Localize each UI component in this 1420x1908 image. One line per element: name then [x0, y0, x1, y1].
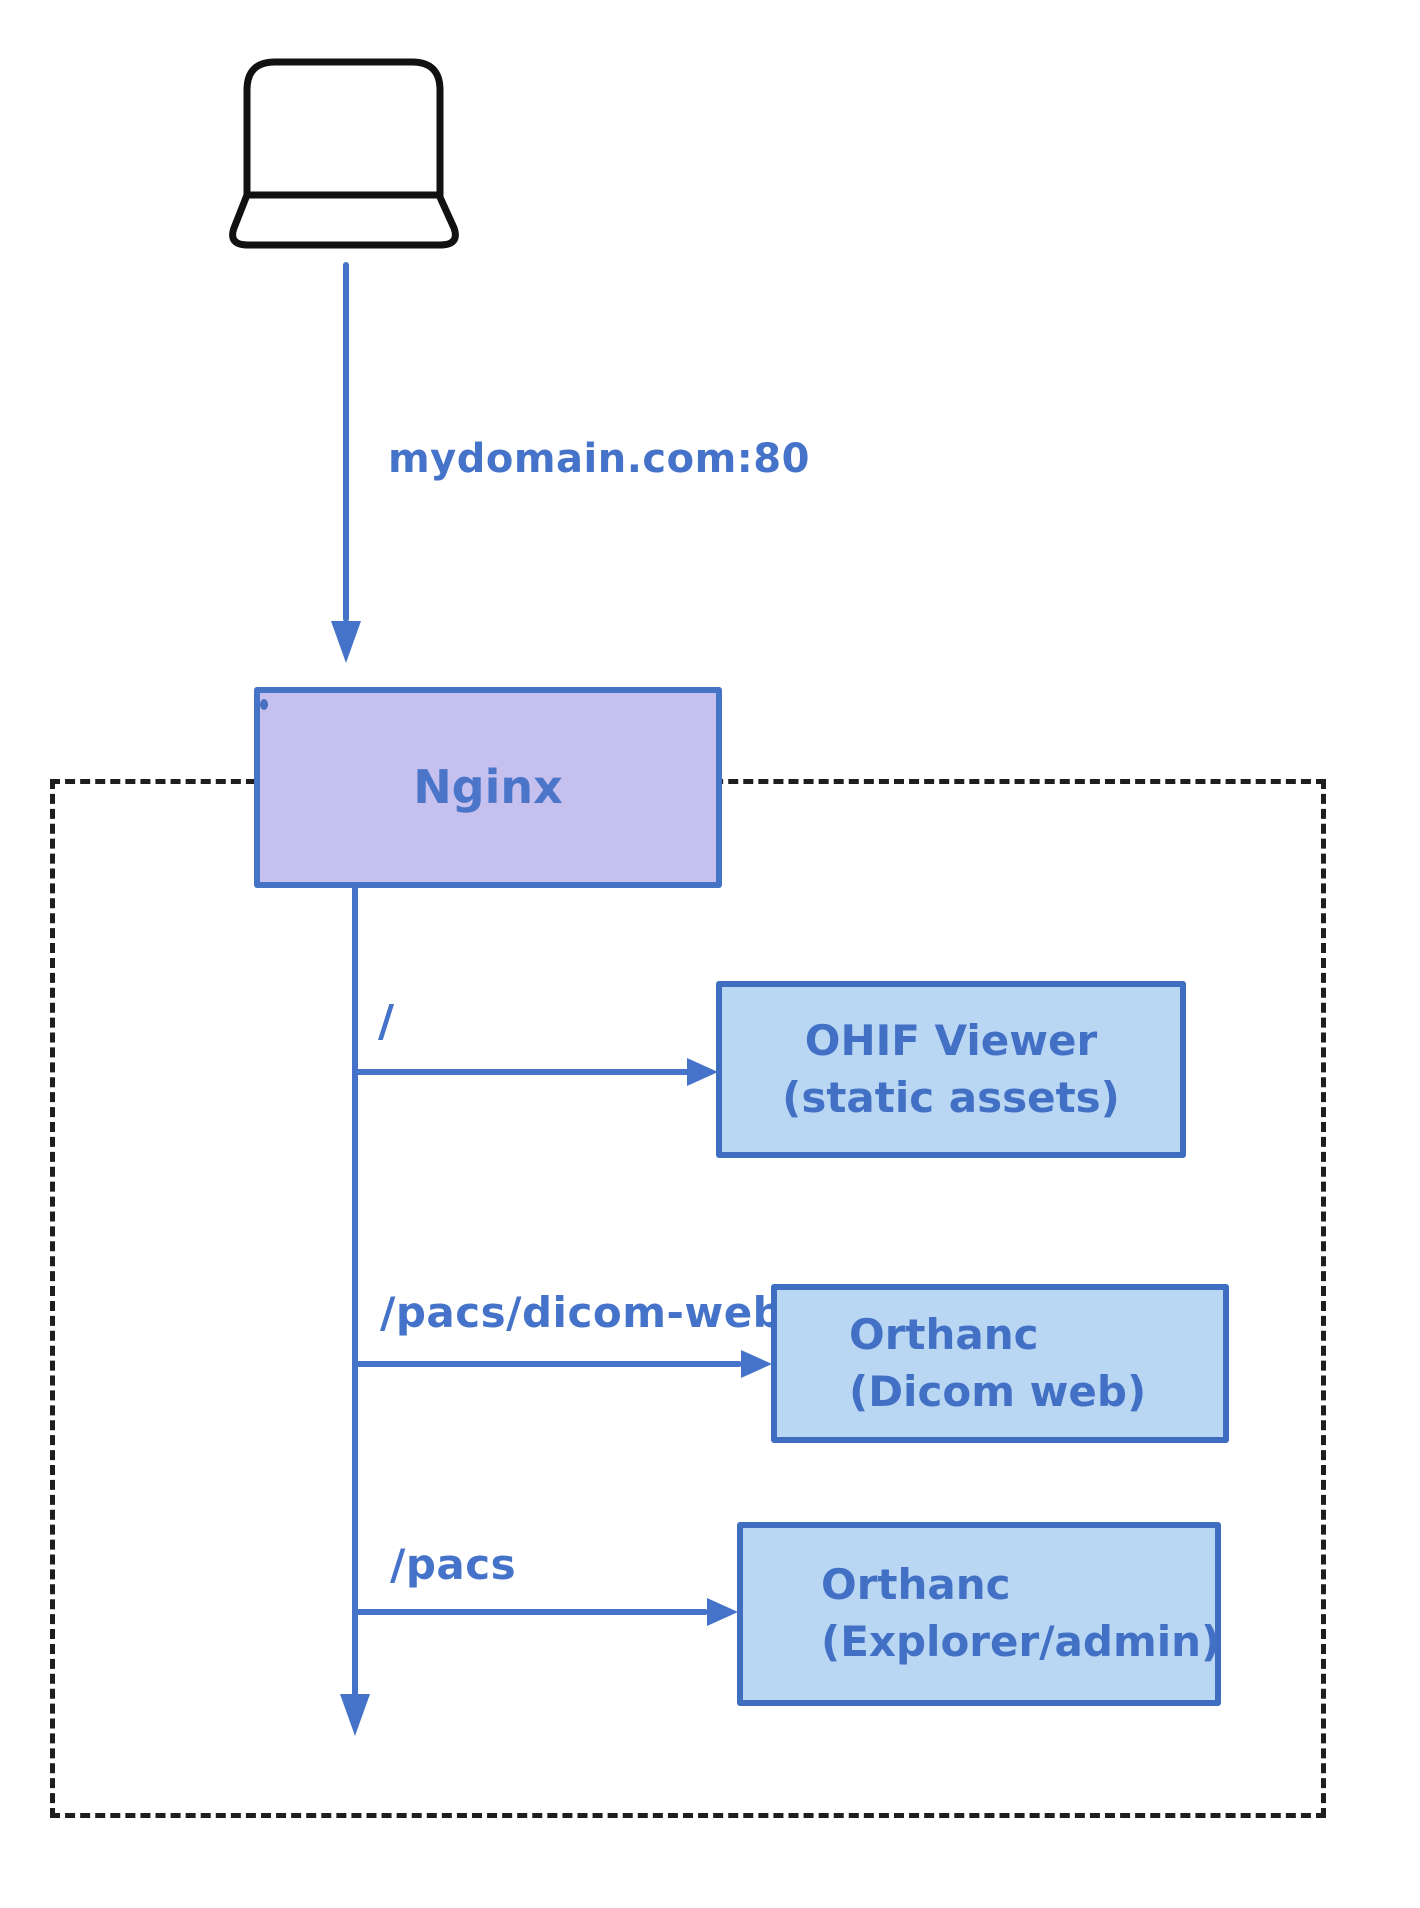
nginx-trunk-line: [352, 886, 358, 1698]
route-path-label: /pacs/dicom-web: [380, 1288, 784, 1337]
arrow-down-icon: [331, 621, 361, 663]
route-arrow-line: [355, 1609, 708, 1615]
route-path-label: /pacs: [390, 1540, 517, 1589]
route-arrow-line: [355, 1361, 742, 1367]
route-arrow-line: [355, 1069, 690, 1075]
pen-dot: [260, 699, 268, 710]
orthanc-dicomweb-node: Orthanc (Dicom web): [771, 1284, 1229, 1443]
node-subtitle: (Dicom web): [849, 1366, 1147, 1416]
laptop-icon: [229, 58, 459, 249]
arrow-right-icon: [687, 1058, 718, 1086]
node-subtitle: (Explorer/admin): [821, 1617, 1221, 1666]
arrow-right-icon: [707, 1598, 738, 1626]
arrow-down-icon: [340, 1694, 370, 1736]
node-title: OHIF Viewer: [804, 1015, 1098, 1065]
arrow-right-icon: [741, 1350, 772, 1378]
node-title: Orthanc: [821, 1560, 1011, 1610]
nginx-node: Nginx: [254, 687, 722, 888]
node-title: Orthanc: [849, 1309, 1039, 1359]
node-subtitle: (static assets): [782, 1072, 1120, 1122]
nginx-label: Nginx: [413, 760, 563, 815]
request-url-label: mydomain.com:80: [388, 436, 810, 482]
route-path-label: /: [378, 996, 395, 1047]
ohif-viewer-node: OHIF Viewer (static assets): [716, 981, 1186, 1158]
orthanc-explorer-node: Orthanc (Explorer/admin): [737, 1522, 1221, 1706]
client-to-nginx-line: [343, 262, 349, 622]
